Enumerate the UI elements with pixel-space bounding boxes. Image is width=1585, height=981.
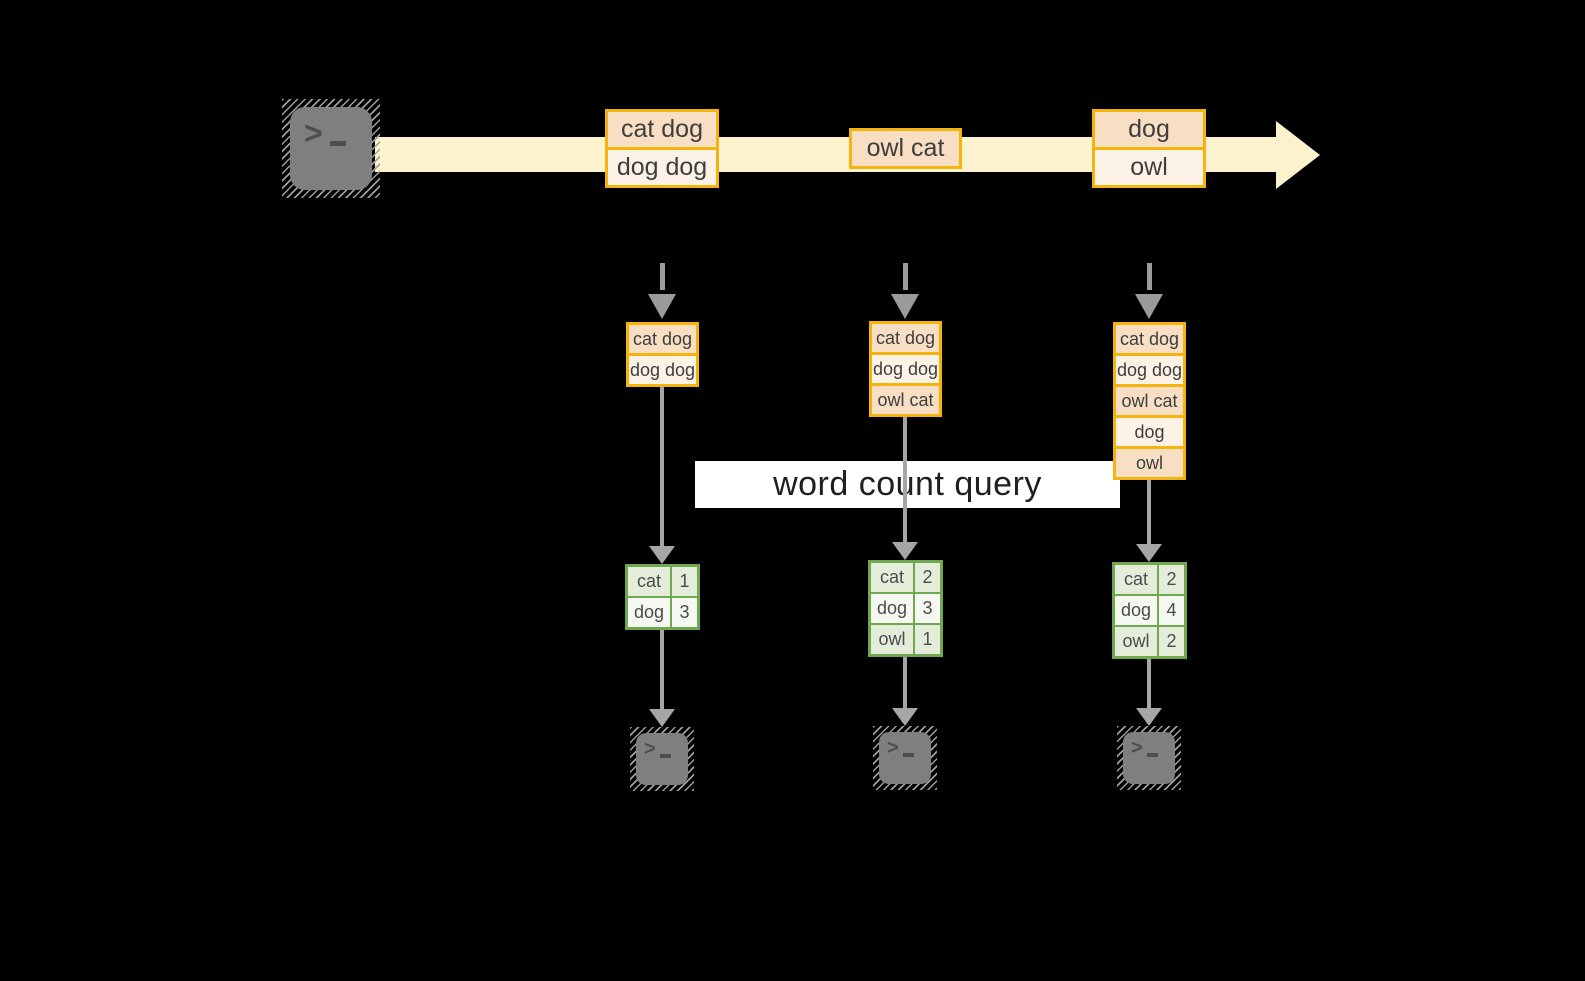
terminal-prompt-icon: > bbox=[1123, 732, 1158, 784]
prompt-chevron-icon: > bbox=[644, 738, 656, 760]
terminal-screen: > bbox=[879, 732, 931, 784]
query-arrow-line-3 bbox=[1147, 480, 1151, 544]
count-cell: 2 bbox=[1159, 565, 1184, 594]
query-banner: word count query bbox=[695, 461, 1120, 508]
count-cell: 2 bbox=[1159, 627, 1184, 656]
count-table-1: cat 1 dog 3 bbox=[625, 564, 700, 630]
count-row: cat 1 bbox=[628, 567, 697, 596]
count-row: dog 4 bbox=[1115, 596, 1184, 625]
stack-cell: owl cat bbox=[872, 386, 939, 414]
output-arrow-line-1 bbox=[660, 630, 664, 709]
stack-cell: cat dog bbox=[872, 324, 939, 352]
event-cell: dog bbox=[1095, 112, 1203, 147]
query-banner-label: word count query bbox=[773, 465, 1042, 503]
query-arrowhead-2 bbox=[892, 542, 918, 560]
ingest-arrow-dash-2 bbox=[903, 263, 908, 290]
count-cell: 1 bbox=[672, 567, 697, 596]
stack-cell: owl cat bbox=[1116, 387, 1183, 415]
prompt-underscore-icon bbox=[329, 141, 346, 146]
stack-cell: owl bbox=[1116, 449, 1183, 477]
output-arrowhead-2 bbox=[892, 708, 918, 726]
word-cell: owl bbox=[1115, 627, 1157, 656]
event-stack-3: cat dog dog dog owl cat dog owl bbox=[1113, 322, 1186, 480]
prompt-chevron-icon: > bbox=[304, 115, 323, 151]
ingest-arrowhead-3 bbox=[1135, 294, 1163, 319]
word-cell: cat bbox=[628, 567, 670, 596]
terminal-screen: > bbox=[290, 107, 372, 190]
terminal-prompt-icon: > bbox=[636, 733, 671, 785]
ingest-arrow-dash-3 bbox=[1147, 263, 1152, 290]
query-arrow-line-2 bbox=[903, 417, 907, 542]
output-arrow-line-3 bbox=[1147, 659, 1151, 708]
count-row: cat 2 bbox=[871, 563, 940, 592]
event-cell: owl bbox=[1095, 150, 1203, 185]
terminal-screen: > bbox=[1123, 732, 1175, 784]
stack-cell: dog dog bbox=[629, 356, 696, 384]
query-arrow-line-1 bbox=[660, 387, 664, 546]
word-cell: dog bbox=[871, 594, 913, 623]
count-cell: 2 bbox=[915, 563, 940, 592]
terminal-screen: > bbox=[636, 733, 688, 785]
prompt-underscore-icon bbox=[902, 753, 914, 757]
count-cell: 3 bbox=[915, 594, 940, 623]
count-row: dog 3 bbox=[628, 598, 697, 627]
event-stack-1: cat dog dog dog bbox=[626, 322, 699, 387]
stack-cell: dog dog bbox=[1116, 356, 1183, 384]
prompt-underscore-icon bbox=[659, 754, 671, 758]
ingest-arrow-dash-1 bbox=[660, 263, 665, 290]
sink-terminal-icon-3: > bbox=[1117, 726, 1181, 790]
output-arrowhead-3 bbox=[1136, 708, 1162, 726]
count-cell: 1 bbox=[915, 625, 940, 654]
prompt-underscore-icon bbox=[1146, 753, 1158, 757]
count-table-2: cat 2 dog 3 owl 1 bbox=[868, 560, 943, 657]
output-arrow-line-2 bbox=[903, 657, 907, 708]
query-arrowhead-1 bbox=[649, 546, 675, 564]
event-box-1: cat dog dog dog bbox=[605, 109, 719, 188]
source-terminal-icon: > bbox=[282, 99, 380, 198]
count-row: cat 2 bbox=[1115, 565, 1184, 594]
word-cell: dog bbox=[628, 598, 670, 627]
event-box-2: owl cat bbox=[849, 128, 962, 169]
word-cell: dog bbox=[1115, 596, 1157, 625]
terminal-prompt-icon: > bbox=[290, 107, 346, 190]
output-arrowhead-1 bbox=[649, 709, 675, 727]
word-cell: owl bbox=[871, 625, 913, 654]
stack-cell: cat dog bbox=[629, 325, 696, 353]
sink-terminal-icon-1: > bbox=[630, 727, 694, 791]
ingest-arrowhead-1 bbox=[648, 294, 676, 319]
count-table-3: cat 2 dog 4 owl 2 bbox=[1112, 562, 1187, 659]
word-cell: cat bbox=[871, 563, 913, 592]
event-cell: owl cat bbox=[852, 131, 959, 166]
sink-terminal-icon-2: > bbox=[873, 726, 937, 790]
stack-cell: cat dog bbox=[1116, 325, 1183, 353]
event-cell: dog dog bbox=[608, 150, 716, 185]
count-row: owl 2 bbox=[1115, 627, 1184, 656]
count-row: owl 1 bbox=[871, 625, 940, 654]
stack-cell: dog bbox=[1116, 418, 1183, 446]
event-box-3: dog owl bbox=[1092, 109, 1206, 188]
count-cell: 4 bbox=[1159, 596, 1184, 625]
terminal-prompt-icon: > bbox=[879, 732, 914, 784]
stream-timeline-arrowhead-icon bbox=[1276, 121, 1320, 189]
query-arrowhead-3 bbox=[1136, 544, 1162, 562]
prompt-chevron-icon: > bbox=[887, 737, 899, 759]
ingest-arrowhead-2 bbox=[891, 294, 919, 319]
stack-cell: dog dog bbox=[872, 355, 939, 383]
event-cell: cat dog bbox=[608, 112, 716, 147]
count-cell: 3 bbox=[672, 598, 697, 627]
word-cell: cat bbox=[1115, 565, 1157, 594]
count-row: dog 3 bbox=[871, 594, 940, 623]
event-stack-2: cat dog dog dog owl cat bbox=[869, 321, 942, 417]
prompt-chevron-icon: > bbox=[1131, 737, 1143, 759]
